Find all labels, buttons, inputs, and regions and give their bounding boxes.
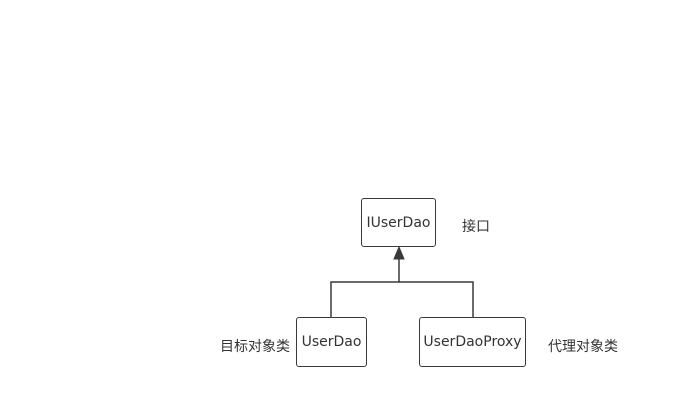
edge-userdaoproxy-to-iuserdao (399, 281, 474, 317)
node-iuserdao-label: IUserDao (366, 214, 431, 231)
node-userdaoproxy-proxy[interactable]: UserDaoProxy (419, 317, 526, 367)
annotation-proxy-class: 代理对象类 (548, 339, 618, 355)
node-userdaoproxy-label: UserDaoProxy (423, 334, 522, 350)
edge-userdao-to-iuserdao (330, 259, 400, 317)
annotation-interface: 接口 (462, 219, 490, 235)
node-iuserdao-interface[interactable]: IUserDao (361, 198, 436, 247)
annotation-target-class: 目标对象类 (220, 339, 290, 355)
arrowhead-icon (393, 245, 405, 260)
node-userdao-target[interactable]: UserDao (296, 317, 367, 367)
node-userdao-label: UserDao (301, 334, 362, 350)
